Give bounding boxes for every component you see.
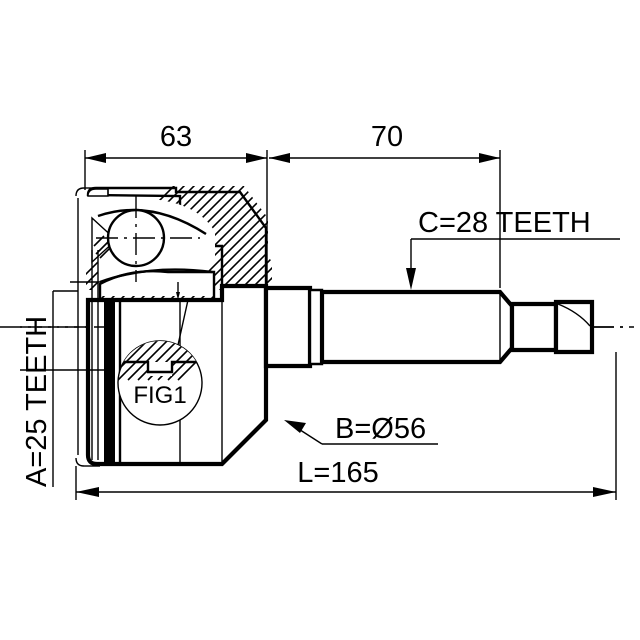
shaft-spline-body bbox=[319, 289, 515, 365]
boot-seal-band bbox=[104, 300, 115, 462]
dimension-70-label: 70 bbox=[371, 121, 403, 153]
dimension-63-label: 63 bbox=[160, 121, 192, 153]
cage-arc-upper bbox=[97, 208, 207, 236]
fig1-label: FIG1 bbox=[133, 382, 186, 409]
shaft-end-chamfer-arc bbox=[557, 303, 591, 327]
c-teeth-leader-arrow bbox=[406, 268, 416, 290]
label-c-teeth: C=28 TEETH bbox=[406, 207, 620, 290]
arrowhead-63-left bbox=[85, 153, 106, 163]
housing-top-lip bbox=[87, 188, 109, 197]
dimension-70: 70 bbox=[269, 121, 501, 288]
arrowhead-70-right bbox=[479, 153, 500, 163]
housing-left-corner-bottom bbox=[75, 457, 85, 467]
housing-shoulder-hatching bbox=[228, 232, 272, 300]
arrowhead-L-right bbox=[593, 487, 616, 497]
fig1-detail-callout: FIG1 bbox=[117, 299, 203, 426]
arrowhead-L-left bbox=[76, 487, 99, 497]
output-shaft bbox=[263, 285, 624, 369]
dimension-length: L=165 bbox=[75, 352, 617, 500]
housing-left-corner-top bbox=[75, 187, 85, 197]
b-diameter-label: B=Ø56 bbox=[335, 413, 426, 445]
dimension-L-label: L=165 bbox=[297, 457, 378, 489]
shaft-end-nose bbox=[553, 299, 595, 355]
fig1-groove-profile bbox=[118, 360, 202, 374]
c-teeth-label: C=28 TEETH bbox=[418, 207, 591, 239]
arrowhead-70-left bbox=[269, 153, 290, 163]
retaining-groove-arrow bbox=[176, 292, 180, 300]
label-a-teeth: A=25 TEETH bbox=[21, 290, 78, 487]
b-diameter-leader-arrow bbox=[284, 420, 306, 433]
fig1-groove-notch-fill bbox=[148, 362, 172, 376]
label-b-diameter: B=Ø56 bbox=[284, 413, 438, 445]
a-teeth-label: A=25 TEETH bbox=[21, 316, 53, 487]
fig1-leader-line bbox=[177, 299, 189, 346]
cage-arc-lower bbox=[99, 268, 213, 284]
shaft-flange-section bbox=[263, 285, 313, 369]
arrowhead-63-right bbox=[246, 153, 267, 163]
dimension-63: 63 bbox=[84, 121, 268, 290]
shaft-step-section bbox=[509, 301, 559, 353]
